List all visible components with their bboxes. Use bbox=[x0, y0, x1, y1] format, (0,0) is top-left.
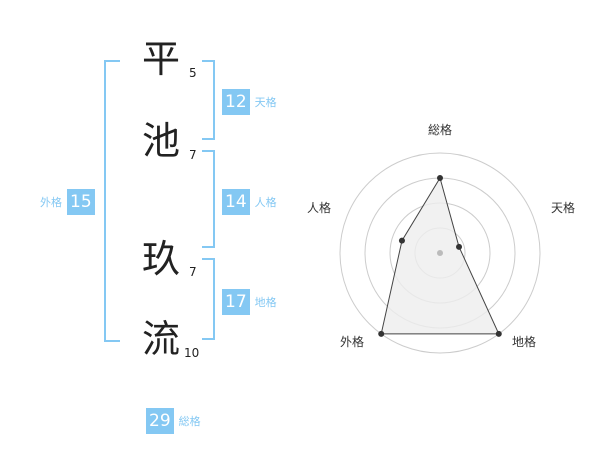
jinkaku-score: 14 人格 bbox=[222, 189, 277, 215]
chikaku-value: 17 bbox=[222, 289, 250, 315]
tenkaku-bracket bbox=[202, 60, 215, 140]
radar-axis-label-chikaku: 地格 bbox=[512, 334, 536, 349]
jinkaku-label: 人格 bbox=[254, 196, 277, 209]
jinkaku-value: 14 bbox=[222, 189, 250, 215]
name-char-2: 池 bbox=[141, 119, 180, 163]
gaikaku-score: 外格 15 bbox=[40, 189, 95, 215]
fortune-radar-chart: 総格 天格 地格 外格 人格 bbox=[307, 122, 575, 354]
stroke-count-1: 5 bbox=[189, 66, 197, 80]
radar-axis-label-soukaku: 総格 bbox=[428, 122, 452, 137]
radar-data-points bbox=[378, 175, 502, 337]
radar-axis-label-tenkaku: 天格 bbox=[551, 200, 575, 215]
stroke-count-2: 7 bbox=[189, 148, 197, 162]
jinkaku-bracket bbox=[202, 150, 215, 248]
gaikaku-bracket bbox=[104, 60, 120, 342]
name-char-4: 流 bbox=[141, 317, 180, 361]
radar-point-3 bbox=[495, 330, 502, 337]
radar-point-2 bbox=[456, 243, 463, 250]
chikaku-score: 17 地格 bbox=[222, 289, 277, 315]
gaikaku-label: 外格 bbox=[40, 196, 62, 209]
tenkaku-score: 12 天格 bbox=[222, 89, 277, 115]
name-char-1: 平 bbox=[141, 37, 180, 81]
stroke-count-4: 10 bbox=[184, 346, 200, 360]
radar-point-4 bbox=[378, 330, 385, 337]
soukaku-value: 29 bbox=[146, 408, 174, 434]
radar-grid-ring-1 bbox=[339, 152, 541, 354]
stroke-count-3: 7 bbox=[189, 265, 197, 279]
soukaku-score: 29 総格 bbox=[146, 408, 201, 434]
radar-center-dot bbox=[437, 250, 443, 256]
gaikaku-value: 15 bbox=[67, 189, 95, 215]
name-char-3: 玖 bbox=[141, 237, 180, 281]
chikaku-bracket bbox=[202, 258, 215, 340]
radar-point-1 bbox=[437, 175, 443, 181]
chikaku-label: 地格 bbox=[254, 296, 277, 309]
radar-point-5 bbox=[398, 237, 405, 244]
radar-axis-label-jinkaku: 人格 bbox=[307, 200, 331, 215]
tenkaku-value: 12 bbox=[222, 89, 250, 115]
radar-axis-label-gaikaku: 外格 bbox=[340, 334, 364, 349]
soukaku-label: 総格 bbox=[178, 415, 201, 428]
tenkaku-label: 天格 bbox=[254, 96, 277, 109]
